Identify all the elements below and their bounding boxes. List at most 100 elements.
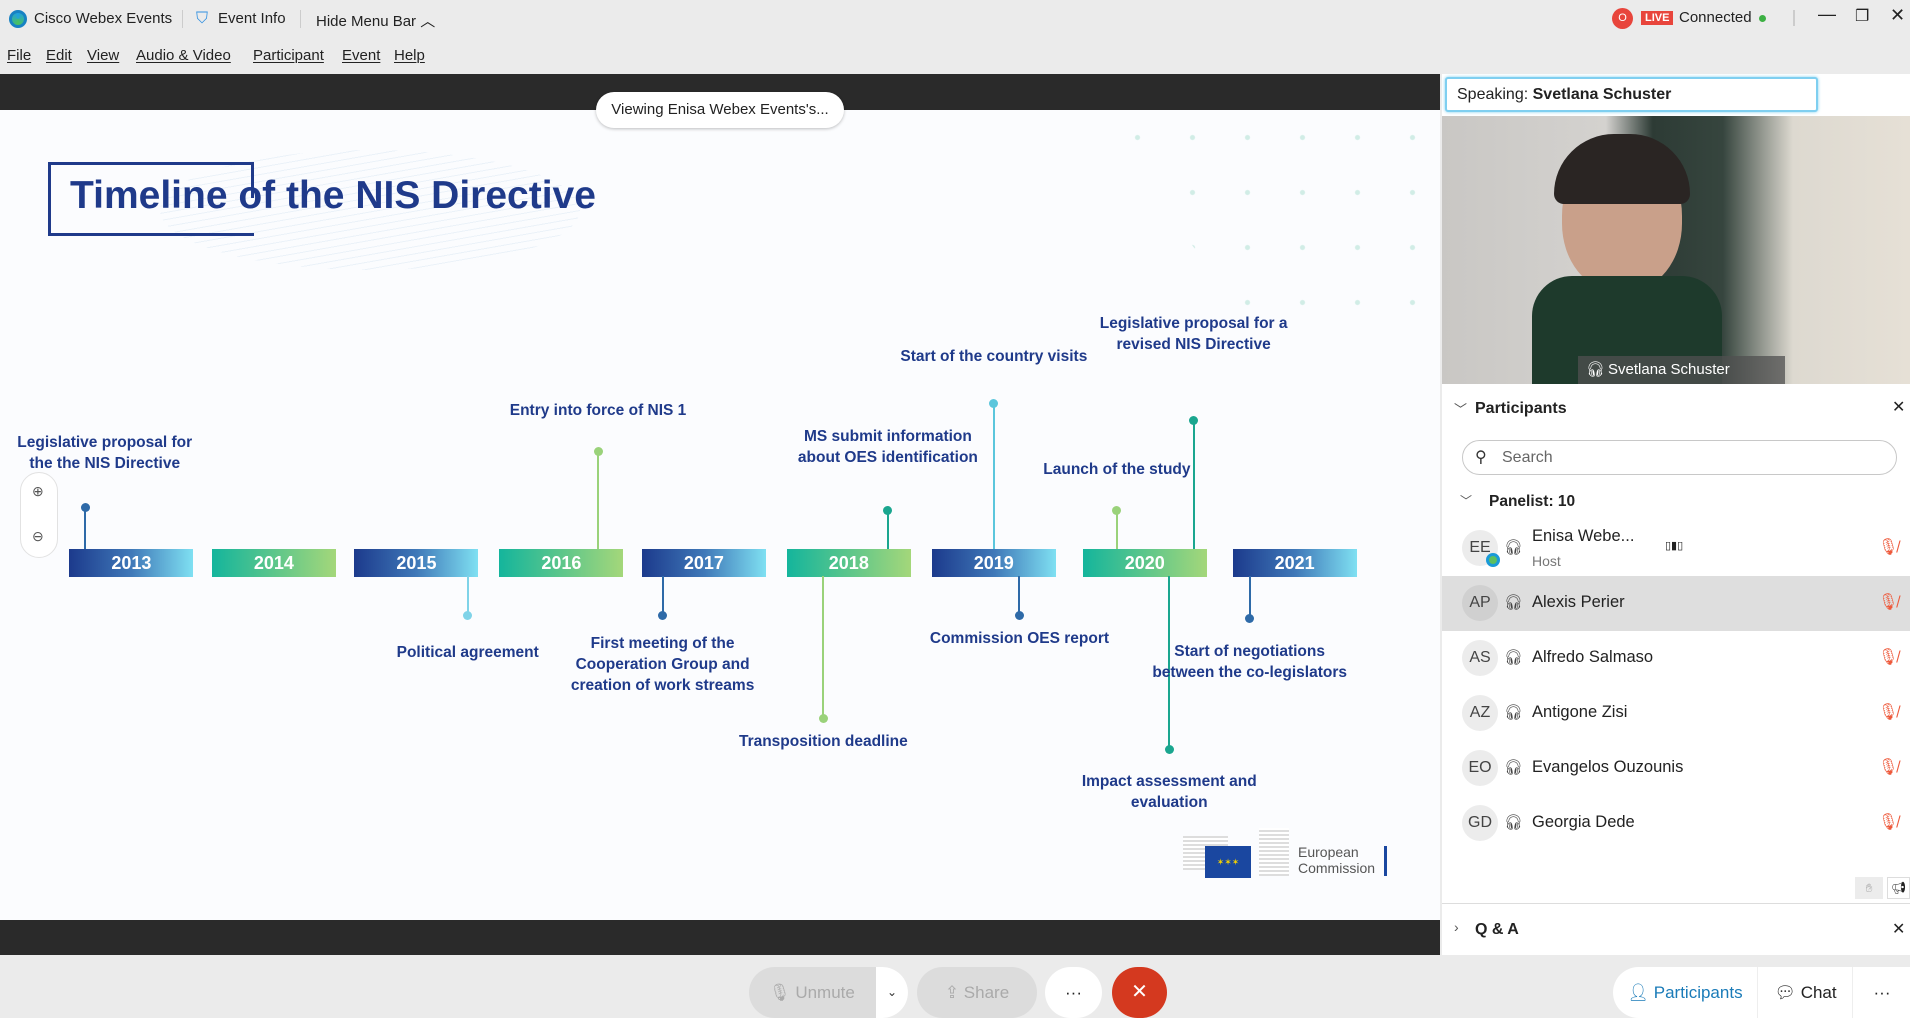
panelist-group-header[interactable]: ﹀ Panelist: 10: [1460, 493, 1576, 510]
event-label: Legislative proposal for a revised NIS D…: [1099, 315, 1288, 354]
muted-microphone-icon[interactable]: 🎙︎̸: [1878, 649, 1899, 666]
video-name-tag: 🎧︎Svetlana Schuster: [1578, 356, 1785, 384]
participant-row[interactable]: AZ 🎧︎ Antigone Zisi 🎙︎̸: [1442, 686, 1910, 741]
close-qa-icon[interactable]: ✕: [1892, 921, 1906, 938]
meeting-toolbar: 🎙︎ Unmute ⌄ ⇪ Share ··· ✕ 👤︎ Participant…: [0, 955, 1910, 1018]
participants-icon: 👤︎: [1627, 983, 1650, 1002]
record-icon[interactable]: O: [1612, 8, 1633, 29]
app-name: Cisco Webex Events: [34, 10, 173, 27]
webex-logo-icon: [9, 10, 27, 28]
search-icon: ⚲: [1475, 449, 1487, 466]
headset-icon: 🎧︎: [1504, 759, 1524, 776]
zoom-out-icon[interactable]: ⊖: [32, 528, 44, 544]
event-connector: [1192, 420, 1195, 550]
participant-role: Host: [1532, 553, 1561, 569]
headset-icon: 🎧︎: [1586, 361, 1606, 378]
chat-panel-button[interactable]: 💬︎ Chat: [1759, 967, 1853, 1018]
muted-microphone-icon[interactable]: 🎙︎̸: [1878, 539, 1899, 556]
share-button[interactable]: ⇪ Share: [917, 967, 1037, 1018]
speaker-video[interactable]: 🎧︎Svetlana Schuster: [1442, 116, 1910, 384]
event-label: Commission OES report: [929, 630, 1110, 648]
event-connector: [1018, 576, 1021, 616]
minimize-icon[interactable]: —: [1818, 4, 1836, 24]
decorative-wave: [160, 150, 580, 270]
microphone-muted-icon: 🎙︎: [769, 983, 791, 1002]
active-speaker-label: Speaking: Svetlana Schuster: [1445, 77, 1818, 112]
year-2015: 2015: [354, 549, 479, 578]
connected-dot-icon: [1759, 15, 1766, 22]
chevron-up-icon: ︿: [416, 13, 436, 30]
announce-icon[interactable]: 📢︎: [1887, 877, 1910, 899]
avatar: AS: [1462, 640, 1498, 676]
menu-event[interactable]: Event: [342, 47, 381, 64]
event-label: Launch of the study: [1043, 461, 1191, 479]
connection-status: Connected: [1679, 9, 1752, 26]
event-label: MS submit information about OES identifi…: [797, 428, 978, 467]
event-connector: [886, 510, 889, 550]
headset-icon: 🎧︎: [1504, 539, 1524, 556]
menu-help[interactable]: Help: [394, 47, 425, 64]
participants-panel-button[interactable]: 👤︎ Participants: [1613, 967, 1758, 1018]
menu-audio-video[interactable]: Audio & Video: [136, 47, 231, 64]
year-2013: 2013: [69, 549, 194, 578]
participant-name: Alfredo Salmaso: [1532, 648, 1654, 666]
participant-row[interactable]: GD 🎧︎ Georgia Dede 🎙︎̸: [1442, 796, 1910, 851]
leave-meeting-button[interactable]: ✕: [1112, 967, 1167, 1018]
panel-buttons-group: 👤︎ Participants 💬︎ Chat ···: [1613, 967, 1910, 1018]
menu-participant[interactable]: Participant: [253, 47, 324, 64]
muted-microphone-icon[interactable]: 🎙︎̸: [1878, 704, 1899, 721]
event-label: Entry into force of NIS 1: [509, 401, 687, 419]
event-label: Start of negotiations between the co-leg…: [1152, 642, 1347, 681]
european-commission-logo: ✶✶✶ European Commission: [1183, 824, 1388, 884]
unmute-button[interactable]: 🎙︎ Unmute ⌄: [749, 967, 908, 1018]
title-bar: Cisco Webex Events ⛉ Event Info Hide Men…: [0, 0, 1910, 38]
audio-options-chevron-icon[interactable]: ⌄: [876, 967, 908, 1018]
raise-hand-icon[interactable]: ✋︎: [1855, 877, 1883, 899]
zoom-in-icon[interactable]: ⊕: [32, 483, 44, 499]
event-connector: [822, 576, 825, 719]
menu-view[interactable]: View: [87, 47, 120, 64]
participant-name: Alexis Perier: [1532, 593, 1625, 611]
restore-icon[interactable]: ❐: [1855, 8, 1870, 25]
muted-microphone-icon[interactable]: 🎙︎̸: [1878, 594, 1899, 611]
audio-level-icon: ▯▮▯: [1665, 540, 1684, 552]
close-panel-icon[interactable]: ✕: [1892, 399, 1906, 416]
event-marker: [463, 610, 473, 620]
qa-section-header[interactable]: › Q & A ✕: [1454, 919, 1906, 938]
more-options-button[interactable]: ···: [1045, 967, 1102, 1018]
title-frame: [48, 162, 254, 236]
avatar: EO: [1462, 750, 1498, 786]
more-panels-button[interactable]: ···: [1873, 983, 1891, 1002]
participant-row[interactable]: EO 🎧︎ Evangelos Ouzounis 🎙︎̸: [1442, 741, 1910, 796]
chevron-down-icon: ﹀: [1460, 494, 1473, 508]
participant-row[interactable]: EE 🎧︎ Enisa Webe... Host▯▮▯ 🎙︎̸: [1442, 521, 1910, 576]
event-connector: [992, 403, 995, 550]
event-marker: [883, 505, 893, 515]
participant-name: Georgia Dede: [1532, 813, 1635, 831]
event-marker: [1112, 505, 1122, 515]
event-marker: [989, 398, 999, 408]
menu-file[interactable]: File: [7, 47, 32, 64]
participant-search-input[interactable]: ⚲ Search: [1462, 440, 1897, 475]
event-marker: [1014, 610, 1024, 620]
event-connector: [1248, 576, 1251, 619]
event-marker: [593, 447, 603, 457]
live-badge: LIVE: [1641, 11, 1674, 25]
hide-menu-bar-button[interactable]: Hide Menu Bar ︿: [316, 13, 436, 30]
event-connector: [597, 451, 600, 550]
participants-header[interactable]: ﹀ Participants ✕: [1454, 399, 1906, 417]
decorative-dots: [1088, 110, 1440, 310]
menu-edit[interactable]: Edit: [46, 47, 72, 64]
muted-microphone-icon[interactable]: 🎙︎̸: [1878, 814, 1899, 831]
event-marker: [1245, 614, 1255, 624]
close-icon[interactable]: ✕: [1890, 5, 1906, 25]
participant-row[interactable]: AS 🎧︎ Alfredo Salmaso 🎙︎̸: [1442, 631, 1910, 686]
year-2020: 2020: [1082, 549, 1207, 578]
muted-microphone-icon[interactable]: 🎙︎̸: [1878, 759, 1899, 776]
participant-row[interactable]: AP 🎧︎ Alexis Perier 🎙︎̸: [1442, 576, 1910, 631]
event-marker: [1164, 744, 1174, 754]
event-label: Legislative proposal for the the NIS Dir…: [17, 434, 193, 473]
year-2017: 2017: [641, 549, 766, 578]
